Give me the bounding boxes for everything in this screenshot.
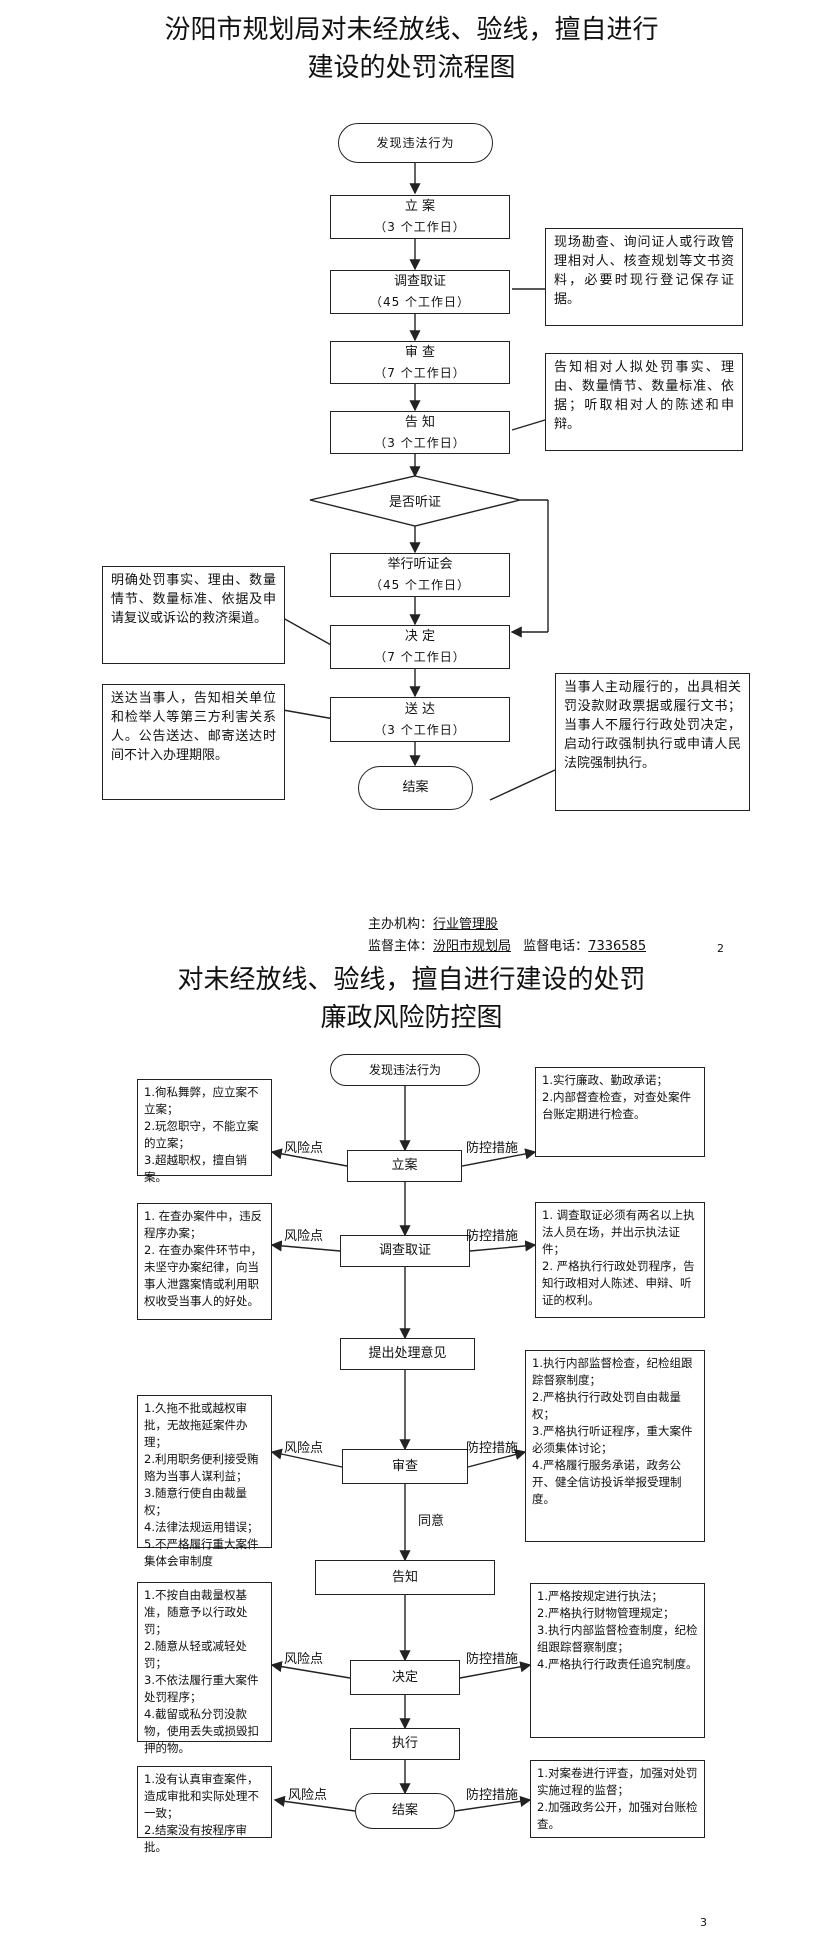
step-deliver: 送 达 （3 个工作日）	[330, 697, 510, 742]
step-deliver-time: （3 个工作日）	[374, 722, 466, 737]
step-register: 立 案 （3 个工作日）	[330, 195, 510, 239]
step-notify-label: 告 知	[404, 414, 436, 430]
step-notify-time: （3 个工作日）	[374, 435, 466, 450]
c2-node-notify-label: 告知	[391, 1569, 418, 1585]
chart1-title-line1: 汾阳市规划局对未经放线、验线，擅自进行	[164, 15, 659, 45]
c2-node-notify: 告知	[315, 1560, 495, 1595]
step-investigate-label: 调查取证	[393, 274, 446, 289]
footer-org-label: 主办机构：	[368, 917, 434, 932]
step-decide-time: （7 个工作日）	[374, 650, 466, 664]
c2-node-decide-label: 决定	[391, 1669, 418, 1685]
control-label-decide: 防控措施	[466, 1652, 519, 1667]
risk-label-decide: 风险点	[284, 1652, 324, 1667]
note-end: 当事人主动履行的，出具相关罚没款财政票据或履行文书；当事人不履行行政处罚决定，启…	[555, 673, 750, 811]
c2-node-execute: 执行	[350, 1728, 460, 1760]
footer-tel-value: 7336585	[588, 939, 647, 954]
footer-sup-value: 汾阳市规划局	[433, 939, 512, 954]
step-notify: 告 知 （3 个工作日）	[330, 411, 510, 454]
risk-box-review: 1.久拖不批或越权审批，无故拖延案件办理； 2.利用职务便利接受贿赂为当事人谋利…	[137, 1395, 272, 1568]
step-hearing-label: 举行听证会	[387, 557, 453, 572]
c2-node-investigate-label: 调查取证	[378, 1243, 431, 1258]
footer-org-value: 行业管理股	[433, 917, 499, 932]
risk-label-investigate: 风险点	[284, 1229, 324, 1244]
control-box-close: 1.对案卷进行评查，加强对处罚实施过程的监督； 2.加强政务公开，加强对台账检查…	[530, 1760, 705, 1838]
c2-node-propose-label: 提出处理意见	[368, 1346, 447, 1361]
step-investigate-time: （45 个工作日）	[369, 295, 471, 309]
footer-org: 主办机构：行业管理股	[368, 913, 498, 932]
c2-node-investigate: 调查取证	[340, 1235, 470, 1267]
start-label: 发现违法行为	[376, 136, 455, 150]
step-hearing-time: （45 个工作日）	[369, 578, 471, 592]
c2-node-close: 结案	[355, 1793, 455, 1829]
chart1-title-line2: 建设的处罚流程图	[307, 53, 516, 83]
step-register-time: （3 个工作日）	[374, 220, 466, 234]
step-review-label: 审 查	[404, 344, 436, 360]
footer-supervision: 监督主体：汾阳市规划局 监督电话：7336585	[368, 935, 646, 954]
risk-box-register: 1.徇私舞弊，应立案不立案； 2.玩忽职守，不能立案的立案； 3.超越职权，擅自…	[137, 1079, 272, 1184]
control-box-investigate: 1. 调查取证必须有两名以上执法人员在场，并出示执法证件； 2. 严格执行行政处…	[535, 1202, 705, 1318]
step-deliver-label: 送 达	[404, 701, 436, 717]
agree-label: 同意	[418, 1514, 445, 1529]
c2-node-execute-label: 执行	[391, 1736, 418, 1751]
note-investigate: 现场勘查、询问证人或行政管理相对人、核查规划等文书资料，必要时现行登记保存证据。	[545, 228, 743, 326]
c2-node-close-label: 结案	[391, 1803, 418, 1818]
note-notify: 告知相对人拟处罚事实、理由、数量情节、数量标准、依据；听取相对人的陈述和申辩。	[545, 353, 743, 451]
decision-label: 是否听证	[388, 495, 441, 510]
c2-start-node: 发现违法行为	[330, 1054, 480, 1086]
c2-node-review: 审查	[342, 1449, 468, 1484]
risk-label-close: 风险点	[288, 1788, 328, 1803]
control-box-decide: 1.严格按规定进行执法； 2.严格执行财物管理规定； 3.执行内部监督检查制度，…	[530, 1583, 705, 1738]
page-number-3: 3	[700, 1916, 707, 1929]
risk-label-review: 风险点	[284, 1441, 324, 1456]
footer-sup-label: 监督主体：	[368, 939, 434, 954]
risk-box-decide: 1.不按自由裁量权基准，随意予以行政处罚； 2.随意从轻或减轻处罚； 3.不依法…	[137, 1582, 272, 1755]
c2-node-register-label: 立案	[391, 1158, 418, 1173]
control-label-register: 防控措施	[466, 1141, 519, 1156]
risk-box-close: 1.没有认真审查案件，造成审批和实际处理不一致； 2.结案没有按程序审批。	[137, 1766, 272, 1854]
control-box-review: 1.执行内部监督检查，纪检组跟踪督察制度； 2.严格执行行政处罚自由裁量权； 3…	[525, 1350, 705, 1542]
c2-start-label: 发现违法行为	[368, 1063, 441, 1077]
control-box-register: 1.实行廉政、勤政承诺； 2.内部督查检查，对查处案件台账定期进行检查。	[535, 1067, 705, 1157]
control-label-close: 防控措施	[466, 1788, 519, 1803]
chart2-title-line1: 对未经放线、验线，擅自进行建设的处罚	[177, 965, 646, 995]
step-hearing: 举行听证会 （45 个工作日）	[330, 553, 510, 597]
end-label: 结案	[402, 780, 429, 795]
note-decide: 明确处罚事实、理由、数量情节、数量标准、依据及申请复议或诉讼的救济渠道。	[102, 566, 285, 664]
step-register-label: 立 案	[404, 199, 436, 214]
c2-node-register: 立案	[347, 1150, 462, 1182]
risk-label-register: 风险点	[284, 1141, 324, 1156]
step-decide-label: 决 定	[404, 629, 436, 644]
page-number-2: 2	[717, 942, 724, 955]
c2-node-propose: 提出处理意见	[340, 1338, 475, 1370]
step-investigate: 调查取证 （45 个工作日）	[330, 270, 510, 314]
control-label-investigate: 防控措施	[466, 1229, 519, 1244]
c2-node-decide: 决定	[350, 1660, 460, 1695]
chart2-title-line2: 廉政风险防控图	[320, 1003, 503, 1033]
risk-box-investigate: 1. 在查办案件中，违反程序办案； 2. 在查办案件环节中，未坚守办案纪律，向当…	[137, 1203, 272, 1320]
step-review: 审 查 （7 个工作日）	[330, 341, 510, 384]
start-node: 发现违法行为	[338, 123, 493, 163]
hearing-decision-diamond	[309, 475, 521, 527]
end-node: 结案	[358, 766, 473, 810]
note-deliver: 送达当事人，告知相关单位和检举人等第三方利害关系人。公告送达、邮寄送达时间不计入…	[102, 684, 285, 800]
step-decide: 决 定 （7 个工作日）	[330, 625, 510, 669]
step-review-time: （7 个工作日）	[374, 365, 466, 380]
c2-node-review-label: 审查	[391, 1458, 418, 1474]
footer-tel-label: 监督电话：	[523, 939, 589, 954]
control-label-review: 防控措施	[466, 1441, 519, 1456]
